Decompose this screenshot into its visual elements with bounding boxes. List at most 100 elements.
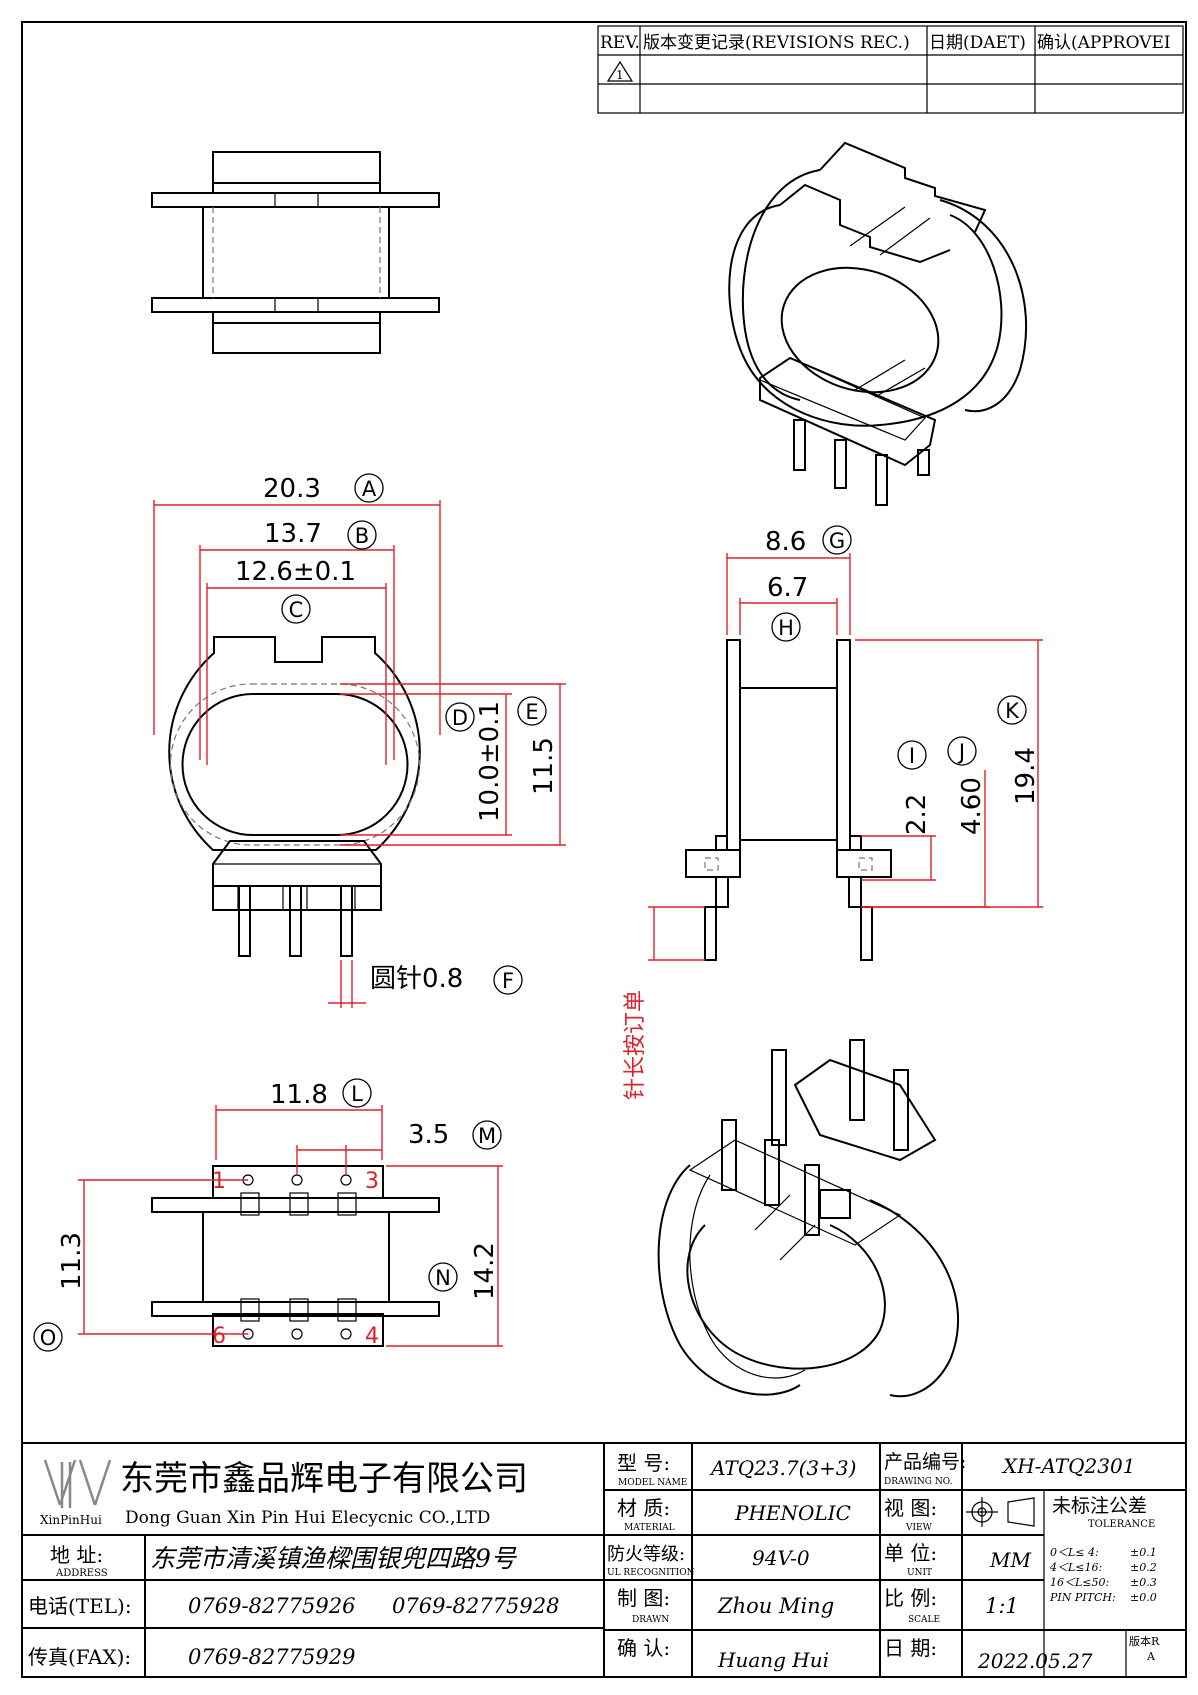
- date-header: 日期(DAET): [929, 33, 1026, 53]
- dim-H-letter: H: [778, 616, 794, 640]
- dim-M-value: 3.5: [408, 1120, 449, 1150]
- pin-length-note: 针长按订单: [623, 990, 648, 1100]
- dim-I-value: 2.2: [902, 794, 932, 835]
- dim-A-value: 20.3: [263, 474, 321, 504]
- side-pin-left: [704, 906, 717, 961]
- iso-pin: [849, 1039, 865, 1121]
- ul-value: 94V-0: [752, 1546, 810, 1570]
- front-view: [168, 636, 421, 957]
- dim-B-marker: [347, 520, 377, 550]
- fax-value: 0769-82775929: [188, 1645, 355, 1669]
- company-name-en: Dong Guan Xin Pin Hui Elecycnic CO.,LTD: [125, 1508, 490, 1528]
- dim-O-marker: [33, 1322, 63, 1352]
- dim-N-value: 14.2: [470, 1242, 500, 1300]
- dim-H-value: 6.7: [767, 573, 808, 603]
- iso-pin: [893, 1069, 909, 1151]
- dim-D-value: 10.0±0.1: [475, 701, 505, 822]
- dim-N-letter: N: [435, 1266, 451, 1290]
- pin-hole: [340, 1174, 352, 1186]
- fax-label: 传真(FAX):: [28, 1645, 131, 1669]
- check-label: 确 认:: [617, 1636, 670, 1660]
- isometric-view-top: [728, 141, 1028, 506]
- dim-D-marker: [445, 702, 475, 732]
- revisions-record-header: 版本变更记录(REVISIONS REC.): [643, 33, 910, 53]
- scale-label-en: SCALE: [908, 1615, 940, 1625]
- date-value: 2022.05.27: [977, 1649, 1093, 1673]
- drawn-label-en: DRAWN: [632, 1615, 669, 1625]
- tolerance-range: 0＜L≤ 4:: [1050, 1546, 1099, 1559]
- model-value: ATQ23.7(3+3): [709, 1456, 856, 1480]
- material-label-en: MATERIAL: [624, 1523, 675, 1533]
- side-view: [685, 639, 892, 961]
- tolerance-range: 4＜L≤16:: [1049, 1561, 1102, 1574]
- top-view: [151, 151, 440, 354]
- dim-O-value: 11.3: [57, 1232, 87, 1290]
- dim-B-letter: B: [355, 524, 369, 548]
- company-logo: XinPinHui: [40, 1459, 112, 1527]
- dim-H-marker: [771, 612, 801, 642]
- iso-pin: [721, 1119, 737, 1191]
- side-pin-right: [860, 906, 873, 961]
- tolerance-value: ±0.1: [1130, 1546, 1157, 1559]
- dim-B-value: 13.7: [264, 519, 322, 549]
- tel-2: 0769-82775928: [392, 1594, 559, 1618]
- logo-text: XinPinHui: [40, 1513, 102, 1527]
- dim-M-marker: [472, 1120, 502, 1150]
- dim-L-value: 11.8: [270, 1080, 328, 1110]
- drawing-no-label: 产品编号:: [884, 1451, 966, 1473]
- material-label: 材 质:: [617, 1496, 670, 1520]
- pin-hole: [340, 1328, 352, 1340]
- dim-F-value: 圆针0.8: [370, 964, 463, 994]
- dim-K-letter: K: [1005, 699, 1020, 723]
- dim-O-letter: O: [40, 1326, 57, 1350]
- dim-E-letter: E: [525, 700, 538, 724]
- iso-pin: [875, 454, 888, 506]
- dim-E-value: 11.5: [529, 737, 559, 795]
- isometric-view-bottom: [657, 1039, 959, 1398]
- dim-I-letter: I: [909, 744, 915, 768]
- iso-pin: [793, 419, 806, 471]
- dim-C-letter: C: [289, 598, 304, 622]
- address-label-en: ADDRESS: [55, 1568, 108, 1579]
- dim-K-marker: [997, 695, 1027, 725]
- model-label: 型 号:: [617, 1451, 670, 1475]
- approve-header: 确认(APPROVEI: [1037, 33, 1171, 53]
- pin-hole: [291, 1174, 303, 1186]
- version-value: A: [1146, 1650, 1156, 1663]
- ul-label: 防火等级:: [607, 1544, 685, 1565]
- sheet-border: [21, 21, 1187, 1678]
- pin-number: 1: [212, 1169, 226, 1194]
- material-value: PHENOLIC: [734, 1501, 851, 1525]
- date-label: 日 期:: [884, 1636, 937, 1660]
- pin-number: 3: [365, 1169, 379, 1194]
- ul-label-en: UL RECOGNITION: [607, 1568, 695, 1578]
- dim-F-marker: [493, 965, 523, 995]
- tel-1: 0769-82775926: [188, 1594, 355, 1618]
- drawn-value: Zhou Ming: [717, 1594, 834, 1618]
- pin-3: [340, 885, 353, 957]
- dim-C-marker: [281, 594, 311, 624]
- unit-value: MM: [989, 1548, 1031, 1572]
- dim-K-value: 19.4: [1011, 747, 1041, 805]
- address-value: 东莞市清溪镇渔樑围银兜四路9号: [150, 1544, 518, 1573]
- dim-E-marker: [517, 696, 547, 726]
- dim-L-letter: L: [351, 1082, 363, 1106]
- tolerance-value: ±0.2: [1130, 1561, 1157, 1574]
- rev-header: REV.: [600, 33, 640, 53]
- dim-N-marker: [428, 1262, 458, 1292]
- tolerance-label: 未标注公差: [1052, 1495, 1147, 1517]
- dim-I-marker: [897, 740, 927, 770]
- drawing-no-value: XH-ATQ2301: [1001, 1454, 1135, 1478]
- address-label: 地 址:: [50, 1543, 103, 1567]
- dim-A-marker: [354, 473, 384, 503]
- dim-M-letter: M: [478, 1124, 496, 1148]
- dim-G-letter: G: [829, 529, 845, 553]
- tolerance-range: 16＜L≤50:: [1050, 1576, 1109, 1589]
- tolerance-value: ±0.3: [1130, 1576, 1157, 1589]
- version-label: 版本R: [1129, 1634, 1160, 1648]
- title-block: XinPinHui 东莞市鑫品辉电子有限公司 Dong Guan Xin Pin…: [21, 1442, 1187, 1678]
- drawn-label: 制 图:: [617, 1586, 670, 1610]
- company-name-cn: 东莞市鑫品辉电子有限公司: [120, 1459, 528, 1499]
- dim-J-marker: [947, 736, 977, 766]
- front-view-dimensions: 20.3 A 13.7 B 12.6±0.1 C 10.0±0.1 D 11.5…: [153, 473, 566, 1008]
